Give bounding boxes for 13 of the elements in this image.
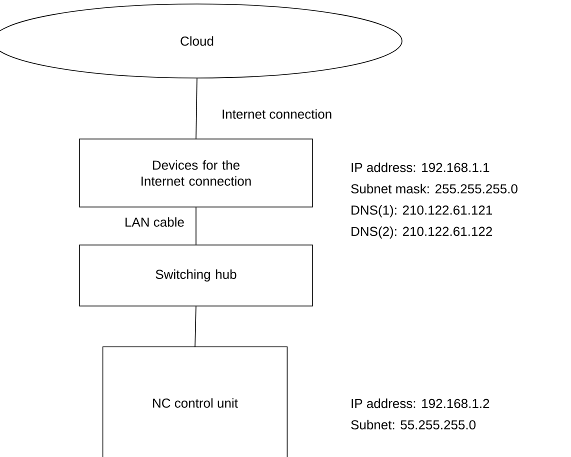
node-annotation: DNS(1): 210.122.61.121 (352, 205, 492, 218)
connector-line (196, 78, 198, 139)
node-annotation: IP address: 192.168.1.2 (352, 398, 490, 408)
node-annotation: DNS(2): 210.122.61.122 (352, 226, 492, 239)
edge-label: LAN cable (126, 217, 184, 227)
unit-box: NC control unit (102, 346, 288, 457)
connector-line (194, 306, 196, 348)
node-annotation: Subnet mask: 255.255.255.0 (351, 184, 518, 194)
hub-box: Switching hub (79, 244, 313, 306)
device-box: Devices for the Internet connection (79, 138, 313, 208)
node-annotation: IP address: 192.168.1.1 (352, 162, 490, 172)
node-annotation: Subnet: 55.255.255.0 (351, 420, 476, 430)
edge-label: Internet connection (222, 109, 332, 119)
